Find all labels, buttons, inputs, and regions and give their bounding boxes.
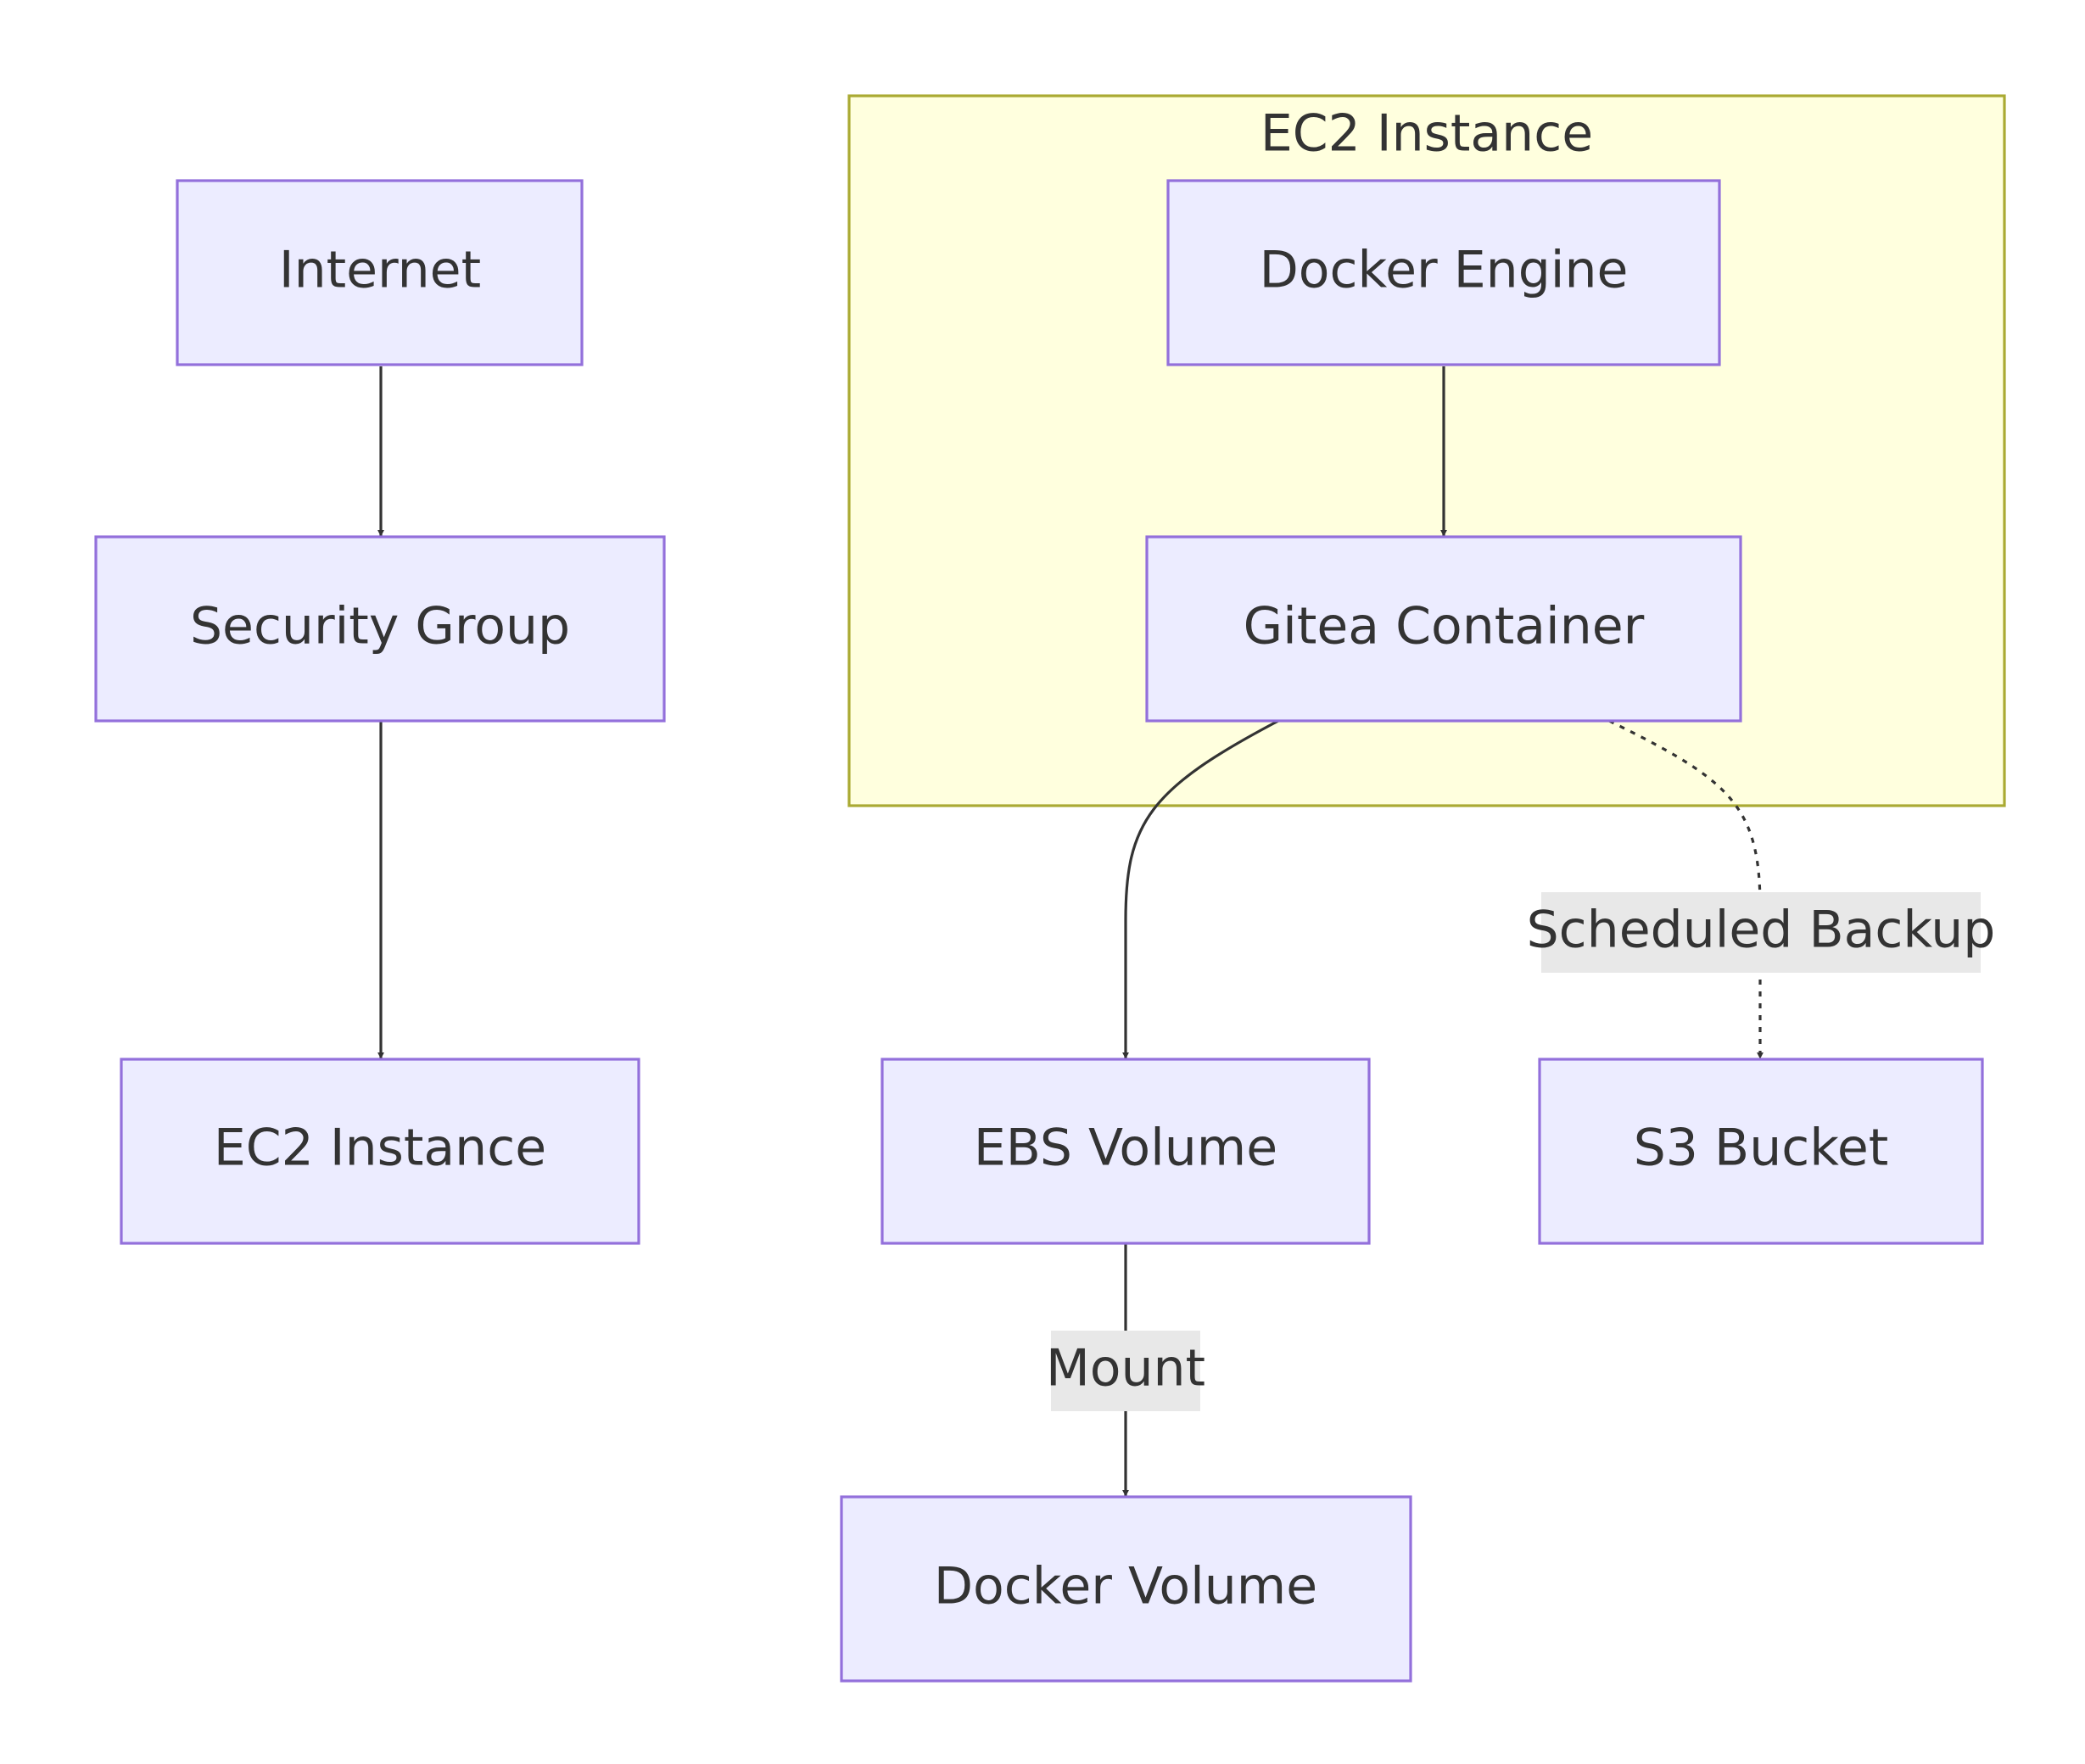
node-box xyxy=(94,535,666,723)
node-ec2-instance[interactable]: EC2 Instance xyxy=(120,1058,640,1245)
node-s3-bucket[interactable]: S3 Bucket xyxy=(1538,1058,1984,1245)
node-label: Docker Volume xyxy=(934,1557,1317,1616)
node-box xyxy=(120,1058,640,1245)
edges xyxy=(377,366,1764,1497)
edge-label-background xyxy=(1541,892,1981,973)
node-label: Security Group xyxy=(190,597,570,656)
node-box xyxy=(1145,535,1742,723)
node-label: Gitea Container xyxy=(1244,597,1645,656)
cluster-title: EC2 Instance xyxy=(1261,104,1593,164)
edge-gitea-container-to-s3-bucket xyxy=(1608,719,1764,1059)
node-label: EC2 Instance xyxy=(214,1119,546,1178)
edge-label-mount: Mount xyxy=(1046,1331,1205,1411)
node-docker-volume[interactable]: Docker Volume xyxy=(840,1495,1412,1683)
edge-label-text: Scheduled Backup xyxy=(1527,901,1996,960)
node-box xyxy=(1166,179,1721,366)
node-box xyxy=(840,1495,1412,1683)
node-internet[interactable]: Internet xyxy=(176,179,584,366)
node-ebs-volume[interactable]: EBS Volume xyxy=(880,1058,1371,1245)
node-label: EBS Volume xyxy=(974,1119,1277,1178)
node-security-group[interactable]: Security Group xyxy=(94,535,666,723)
node-label: Internet xyxy=(279,241,481,300)
node-label: Docker Engine xyxy=(1260,241,1629,300)
edge-label-scheduled-backup: Scheduled Backup xyxy=(1527,892,1996,973)
node-gitea-container[interactable]: Gitea Container xyxy=(1145,535,1742,723)
node-docker-engine[interactable]: Docker Engine xyxy=(1166,179,1721,366)
node-label: S3 Bucket xyxy=(1634,1119,1889,1178)
edge-gitea-container-to-ebs-volume xyxy=(1122,719,1279,1059)
node-box xyxy=(1538,1058,1984,1245)
node-box xyxy=(880,1058,1371,1245)
edge-label-background xyxy=(1051,1331,1200,1411)
node-box xyxy=(176,179,584,366)
edge-label-text: Mount xyxy=(1046,1339,1205,1398)
